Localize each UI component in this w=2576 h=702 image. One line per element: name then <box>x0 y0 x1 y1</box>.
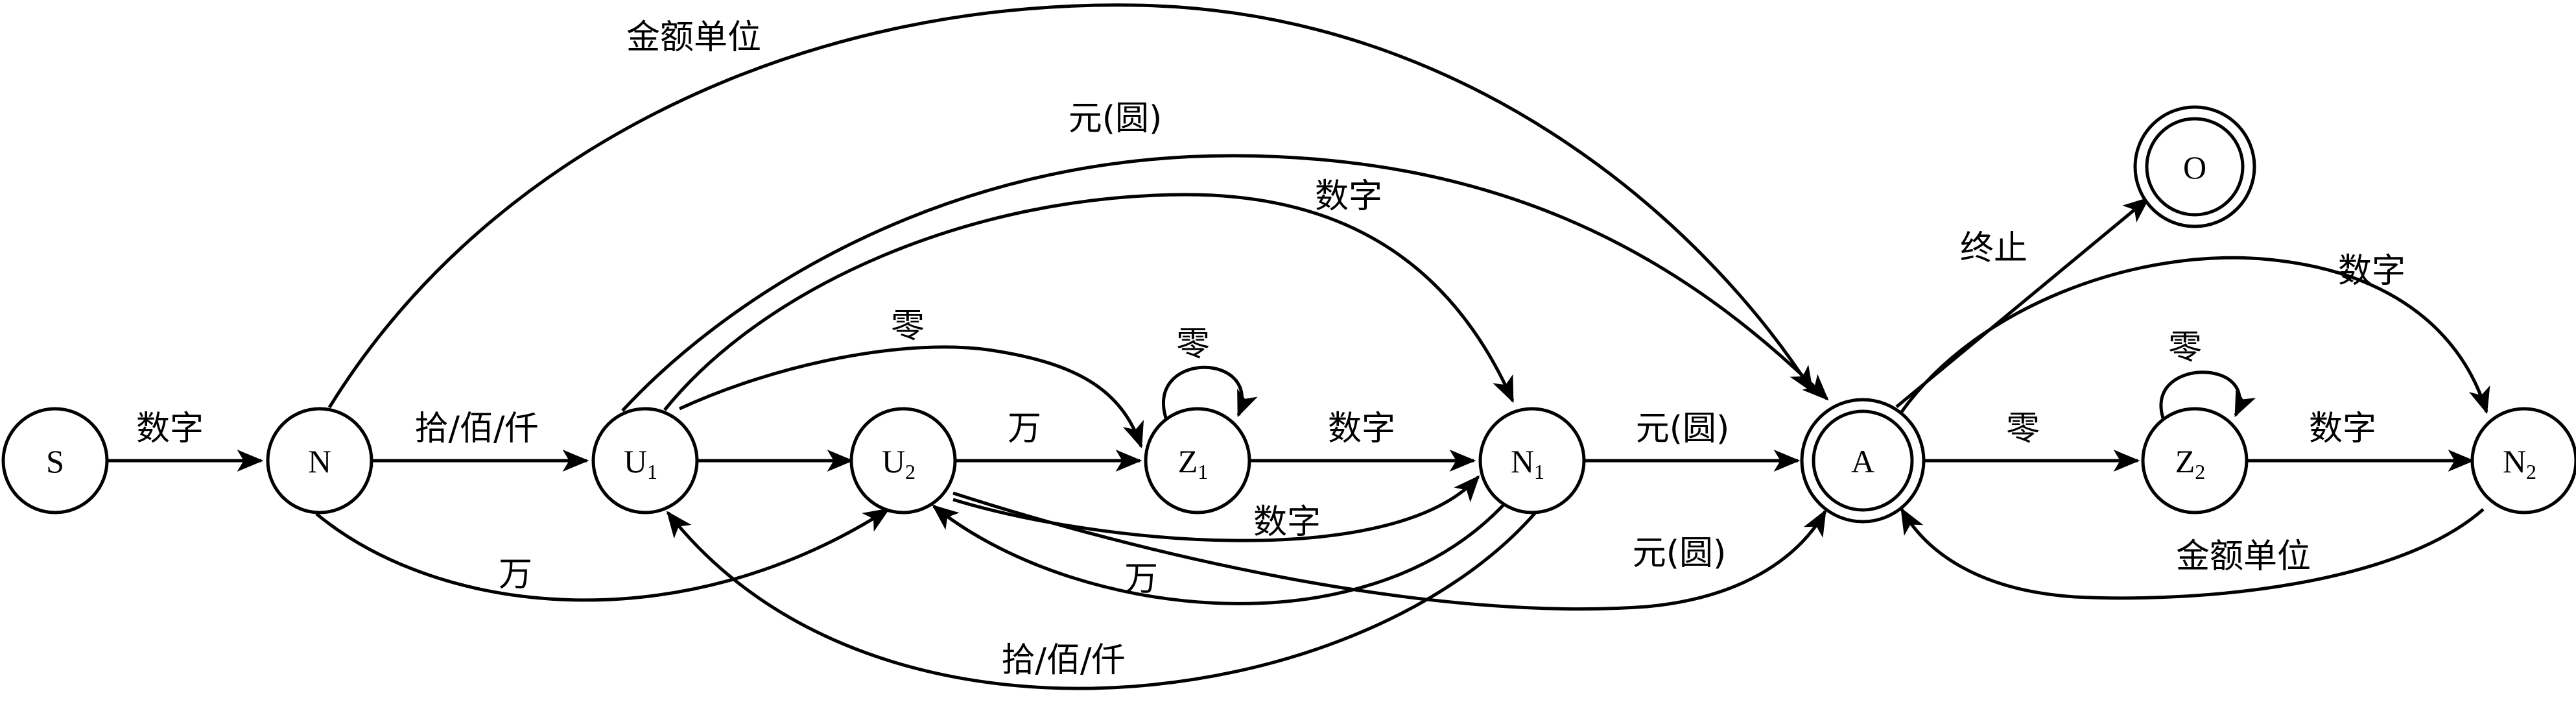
transitions <box>107 3 2490 690</box>
label-z1-to-n1: 数字 <box>1328 409 1395 448</box>
state-z1-label: Z <box>1178 443 1198 479</box>
edge-n1-to-u1 <box>666 510 1538 690</box>
label-z2-to-n2: 数字 <box>2309 409 2376 448</box>
edge-z1-loop <box>1161 365 1258 422</box>
state-z2-label: Z <box>2175 443 2195 479</box>
edge-n-to-a <box>327 3 1814 409</box>
state-u1-subscript: 1 <box>647 460 657 483</box>
state-u1: U1 <box>591 407 699 514</box>
state-n1-subscript: 1 <box>1534 460 1544 483</box>
label-a-to-z2: 零 <box>2006 409 2040 448</box>
svg-text:N1: N1 <box>1511 443 1544 483</box>
state-z2: Z2 <box>2141 407 2249 514</box>
state-u1-label: U <box>624 443 647 479</box>
state-n1-label: N <box>1511 443 1534 479</box>
label-a-to-o: 终止 <box>1960 229 2027 268</box>
svg-text:N2: N2 <box>2503 443 2536 483</box>
edge-n1-to-u2 <box>932 503 1506 605</box>
label-a-to-n2: 数字 <box>2338 252 2405 291</box>
state-o: O <box>2133 105 2256 228</box>
state-n2-label: N <box>2503 443 2526 479</box>
state-u2: U2 <box>849 407 957 514</box>
label-n-to-a: 金额单位 <box>626 18 761 57</box>
state-s: S <box>1 407 109 514</box>
label-n-to-u1: 拾/佰/仟 <box>414 409 538 448</box>
label-u1-to-n1: 数字 <box>1315 177 1382 216</box>
state-n2-subscript: 2 <box>2526 460 2536 483</box>
edge-a-to-n2 <box>1899 256 2490 415</box>
edge-u1-to-n1 <box>663 193 1515 411</box>
edge-u2-to-n1 <box>952 475 1480 542</box>
state-z1: Z1 <box>1144 407 1251 514</box>
state-o-label: O <box>2183 149 2206 186</box>
label-u1-to-z1: 零 <box>891 307 925 346</box>
state-a-label: A <box>1851 443 1874 479</box>
label-s-to-n: 数字 <box>136 409 204 448</box>
label-u2-to-a: 元(圆) <box>1633 534 1727 573</box>
label-z1-loop: 零 <box>1176 325 1210 364</box>
edge-u1-to-z1 <box>678 345 1144 449</box>
svg-text:U1: U1 <box>624 443 657 483</box>
state-a: A <box>1800 398 1926 524</box>
svg-text:S: S <box>46 443 64 479</box>
state-u2-subscript: 2 <box>905 460 916 483</box>
label-n1-to-a: 元(圆) <box>1636 409 1730 448</box>
label-z2-loop: 零 <box>2168 328 2202 367</box>
label-u2-to-z1: 万 <box>1008 409 1041 448</box>
label-u1-to-a: 元(圆) <box>1069 99 1163 138</box>
label-n1-to-u2: 万 <box>1124 560 1158 599</box>
edge-a-to-o <box>1895 197 2150 408</box>
svg-text:N: N <box>308 443 331 479</box>
state-z1-subscript: 1 <box>1198 460 1208 483</box>
state-n: N <box>266 407 373 514</box>
state-s-label: S <box>46 443 64 479</box>
edge-u1-to-a <box>621 154 1829 412</box>
state-u2-label: U <box>882 443 905 479</box>
label-u2-to-n1: 数字 <box>1253 503 1321 542</box>
label-n1-to-u1: 拾/佰/仟 <box>1001 641 1125 680</box>
edge-n-to-u2 <box>315 507 890 602</box>
transition-labels: 数字 拾/佰/仟 万 数字 元(圆) 零 数字 金额单位 元(圆) 数字 零 零… <box>136 18 2405 680</box>
svg-text:Z2: Z2 <box>2175 443 2206 483</box>
edge-u2-to-a <box>952 491 1827 611</box>
label-n2-to-a: 金额单位 <box>2176 537 2311 576</box>
edge-n2-to-a <box>1900 507 2485 600</box>
svg-text:Z1: Z1 <box>1178 443 1209 483</box>
label-n-to-u2: 万 <box>499 555 532 594</box>
state-n-label: N <box>308 443 331 479</box>
states: S N U1 U2 Z1 N1 A Z2 <box>1 105 2576 524</box>
state-n1: N1 <box>1478 407 1586 514</box>
svg-text:O: O <box>2183 149 2206 186</box>
state-z2-subscript: 2 <box>2195 460 2205 483</box>
svg-text:U2: U2 <box>882 443 916 483</box>
svg-text:A: A <box>1851 443 1874 479</box>
state-n2: N2 <box>2470 407 2576 514</box>
edge-z2-loop <box>2159 370 2256 422</box>
